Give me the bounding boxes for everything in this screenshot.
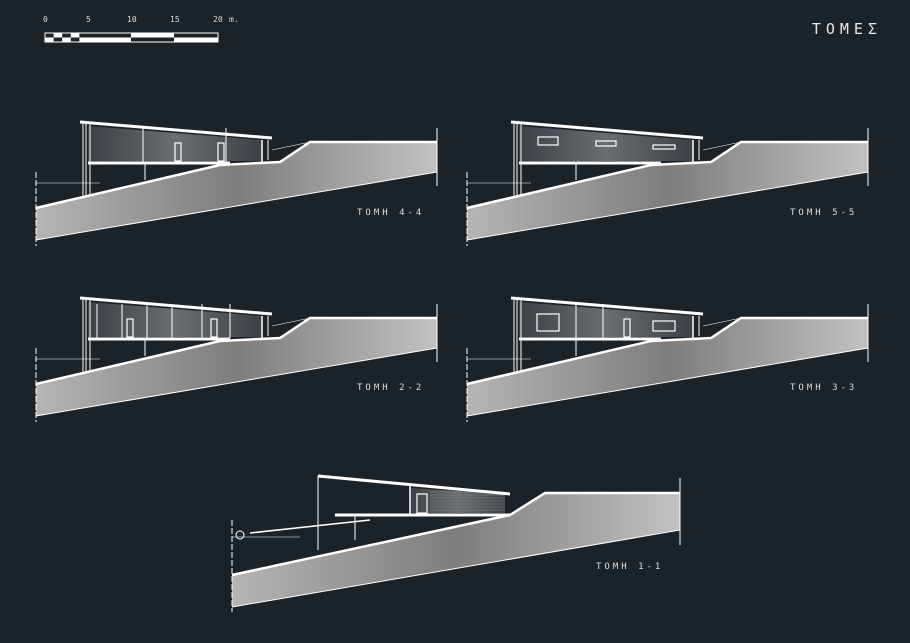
door bbox=[623, 318, 631, 338]
roof-slab bbox=[510, 296, 704, 316]
window bbox=[652, 320, 676, 332]
deck-line bbox=[249, 519, 371, 534]
scale-bar-segment bbox=[174, 37, 218, 42]
building-interior bbox=[519, 126, 693, 161]
building-interior bbox=[88, 302, 262, 337]
section-label-3-3: ΤΟΜΗ 3-3 bbox=[790, 383, 858, 393]
roof-slab bbox=[510, 120, 704, 140]
railing-line bbox=[271, 317, 311, 327]
ground-mass bbox=[36, 318, 437, 416]
scale-tick-0: 0 bbox=[43, 15, 48, 24]
window bbox=[536, 313, 560, 332]
railing-line bbox=[702, 141, 742, 151]
section-2-2 bbox=[35, 296, 438, 422]
section-label-2-2: ΤΟΜΗ 2-2 bbox=[357, 383, 425, 393]
scale-bar-segment bbox=[131, 33, 174, 38]
section-1-1 bbox=[231, 474, 681, 612]
roof-slab bbox=[79, 296, 273, 316]
scale-bar-segment bbox=[62, 37, 71, 42]
door bbox=[210, 318, 218, 338]
section-label-1-1: ΤΟΜΗ 1-1 bbox=[596, 562, 664, 572]
railing-line bbox=[702, 317, 742, 327]
section-3-3 bbox=[466, 296, 869, 422]
ground-base-line bbox=[231, 529, 681, 608]
ground-line bbox=[231, 491, 680, 577]
section-label-4-4: ΤΟΜΗ 4-4 bbox=[357, 208, 425, 218]
railing-line bbox=[271, 141, 311, 151]
ground-base-line bbox=[466, 171, 869, 241]
window bbox=[595, 140, 617, 147]
scale-tick-5: 5 bbox=[86, 15, 91, 24]
ground-mass bbox=[467, 318, 868, 416]
building-interior bbox=[519, 302, 693, 337]
scale-bar-segment bbox=[79, 37, 88, 42]
ground-mass bbox=[36, 142, 437, 240]
ground-line bbox=[466, 316, 868, 386]
roof-slab bbox=[317, 474, 511, 496]
ground-base-line bbox=[35, 347, 438, 417]
scale-bar-segment bbox=[53, 33, 63, 38]
door bbox=[174, 142, 182, 162]
scale-tick-20: 20 bbox=[213, 15, 223, 24]
ground-mass bbox=[467, 142, 868, 240]
scale-bar-segment bbox=[70, 33, 80, 38]
ground-line bbox=[466, 140, 868, 210]
window bbox=[652, 144, 676, 150]
scale-unit: m. bbox=[229, 15, 239, 24]
door bbox=[217, 142, 225, 162]
scale-tick-15: 15 bbox=[170, 15, 180, 24]
door bbox=[416, 493, 428, 514]
scale-bar-segment bbox=[45, 37, 54, 42]
scale-bar bbox=[44, 32, 219, 43]
window bbox=[537, 136, 559, 146]
scale-bar-segment bbox=[88, 37, 131, 42]
section-5-5 bbox=[466, 120, 869, 246]
ground-mass bbox=[232, 493, 680, 607]
ground-line bbox=[35, 316, 437, 386]
section-4-4 bbox=[35, 120, 438, 246]
ground-line bbox=[35, 140, 437, 210]
ground-base-line bbox=[466, 347, 869, 417]
section-label-5-5: ΤΟΜΗ 5-5 bbox=[790, 208, 858, 218]
roof-slab bbox=[79, 120, 273, 140]
scale-tick-10: 10 bbox=[127, 15, 137, 24]
sheet-title: ΤΟΜΕΣ bbox=[811, 20, 882, 38]
shrub-icon bbox=[235, 530, 245, 540]
door bbox=[126, 318, 134, 338]
ground-base-line bbox=[35, 171, 438, 241]
